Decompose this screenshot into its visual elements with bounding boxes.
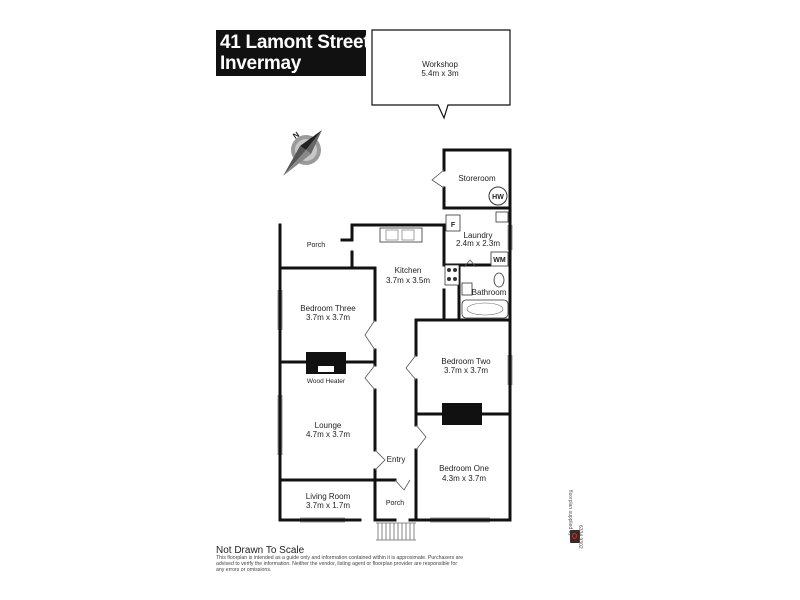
compass-letter: N — [291, 130, 301, 141]
laundry-size: 2.4m x 2.3m — [456, 239, 500, 248]
stove — [444, 264, 460, 286]
front-steps — [376, 522, 416, 541]
kitchen-size: 3.7m x 3.5m — [386, 276, 430, 285]
laundry-tub — [495, 211, 509, 223]
kitchen-name: Kitchen — [395, 266, 422, 275]
credit-text: floorplan supplied by — [567, 490, 573, 536]
fixtures: F HW WM — [306, 186, 509, 541]
bedroom-two-name: Bedroom Two — [441, 357, 491, 366]
room-labels: Storeroom Porch Laundry 2.4m x 2.3m Kitc… — [300, 174, 506, 510]
bedroom-three-name: Bedroom Three — [300, 304, 356, 313]
kitchen-sink — [379, 227, 423, 243]
toilet — [493, 272, 505, 288]
disclaimer-text: This floorplan is intended as a guide on… — [216, 555, 464, 574]
porch-rear-name: Porch — [307, 242, 325, 249]
windows — [277, 225, 513, 523]
workshop-name: Workshop — [422, 60, 458, 69]
vanity — [461, 282, 473, 296]
living-room-name: Living Room — [306, 492, 351, 501]
bedroom-one-name: Bedroom One — [439, 464, 489, 473]
lounge-size: 4.7m x 3.7m — [306, 430, 350, 439]
wood-heater-label: Wood Heater — [307, 378, 346, 385]
entry-name: Entry — [387, 455, 406, 464]
credit-phone: 6334 9302 — [577, 525, 583, 549]
not-to-scale-title: Not Drawn To Scale — [216, 545, 305, 556]
bedroom-two-size: 3.7m x 3.7m — [444, 366, 488, 375]
storeroom-name: Storeroom — [458, 174, 496, 183]
bedroom-one-size: 4.3m x 3.7m — [442, 474, 486, 483]
workshop: Workshop 5.4m x 3m — [371, 29, 511, 120]
hot-water-cylinder — [488, 186, 508, 206]
bedroom-three-size: 3.7m x 3.7m — [306, 313, 350, 322]
doors — [364, 169, 477, 491]
lounge-name: Lounge — [315, 421, 342, 430]
washing-machine-label: WM — [493, 257, 506, 264]
washing-machine — [490, 251, 509, 267]
bathroom-name: Bathroom — [472, 288, 507, 297]
porch-front-name: Porch — [386, 500, 404, 507]
fridge-label: F — [451, 222, 456, 229]
bedroom-one-robe — [442, 403, 482, 425]
logo-mark — [572, 533, 577, 539]
title-box: 41 Lamont Street Invermay — [216, 30, 370, 76]
title-suburb: Invermay — [220, 53, 302, 74]
compass-icon: N — [283, 130, 322, 176]
fridge — [445, 214, 461, 232]
workshop-size: 5.4m x 3m — [421, 69, 459, 78]
laundry-name: Laundry — [464, 231, 493, 240]
hot-water-label: HW — [492, 194, 504, 201]
title-street: 41 Lamont Street — [220, 32, 370, 53]
living-room-size: 3.7m x 1.7m — [306, 501, 350, 510]
provider-logo — [570, 530, 580, 543]
wood-heater — [306, 352, 346, 374]
